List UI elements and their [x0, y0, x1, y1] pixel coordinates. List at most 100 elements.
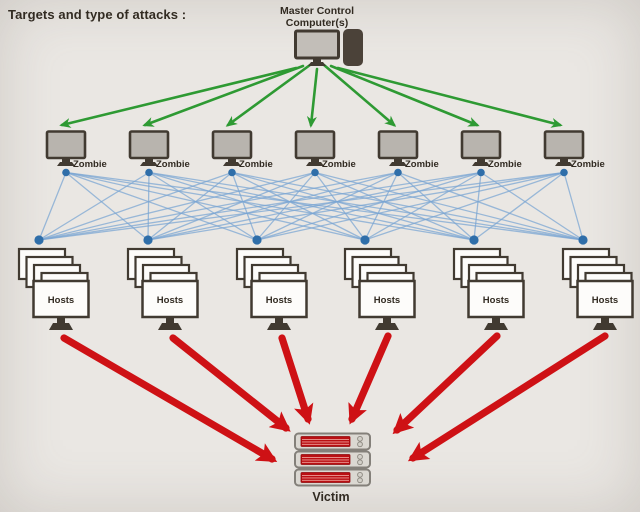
zombie-host-link	[38, 171, 482, 241]
network-node-dot	[560, 168, 568, 177]
server-stripe	[302, 457, 349, 458]
monitor-base-icon	[158, 323, 182, 330]
zombie-node: Zombie	[128, 130, 190, 177]
network-node-dot	[360, 235, 370, 245]
monitor-stand-icon	[477, 158, 485, 162]
server-led-icon	[357, 453, 363, 460]
zombie-label: Zombie	[73, 159, 107, 170]
hosts-monitor-icon	[250, 279, 308, 319]
monitor-base-icon	[484, 323, 508, 330]
attack-arrows	[60, 332, 609, 463]
network-node-dot	[311, 168, 319, 177]
monitor-icon	[128, 130, 170, 160]
monitor-stand-icon	[166, 317, 174, 323]
zombie-node: Zombie	[211, 130, 273, 177]
monitor-stand-icon	[57, 317, 65, 323]
zombie-host-link	[147, 171, 316, 241]
hosts-label: Hosts	[483, 295, 509, 306]
zombie-host-link	[397, 171, 584, 241]
zombie-host-link	[38, 171, 233, 241]
server-stripe	[302, 461, 349, 463]
hosts-label: Hosts	[48, 295, 74, 306]
command-arrow	[142, 64, 305, 127]
monitor-stand-icon	[313, 58, 321, 62]
command-arrow	[336, 66, 563, 128]
hosts-monitor-icon	[358, 279, 416, 319]
attack-arrow	[407, 332, 609, 462]
zombie-host-link	[364, 172, 399, 241]
monitor-icon	[460, 130, 502, 160]
zombie-host-link	[147, 171, 565, 241]
zombie-node: Zombie	[543, 130, 605, 177]
zombie-host-link	[38, 171, 399, 241]
network-node-dot	[394, 168, 402, 177]
zombie-host-mesh	[38, 171, 584, 241]
zombie-label: Zombie	[405, 159, 439, 170]
zombie-host-link	[65, 171, 258, 241]
hosts-stack-node: Hosts	[561, 247, 634, 330]
computer-tower-icon	[343, 29, 363, 66]
host-node-dots	[34, 235, 588, 245]
zombie-node: Zombie	[294, 130, 356, 177]
zombie-label: Zombie	[156, 159, 190, 170]
zombie-host-link	[473, 171, 565, 241]
network-node-dot	[143, 235, 153, 245]
zombie-host-link	[231, 172, 258, 241]
hosts-stack-node: Hosts	[343, 247, 416, 330]
network-node-dot	[228, 168, 236, 177]
monitor-icon	[294, 130, 336, 160]
zombie-host-link	[314, 171, 584, 241]
zombie-host-link	[147, 172, 150, 241]
zombie-host-link	[38, 172, 67, 241]
monitor-stand-icon	[560, 158, 568, 162]
monitor-icon	[211, 130, 253, 160]
hosts-label: Hosts	[374, 295, 400, 306]
zombie-host-link	[147, 171, 482, 241]
monitor-base-icon	[555, 162, 573, 166]
command-arrow	[322, 63, 397, 127]
network-node-dot	[252, 235, 262, 245]
server-stripe	[302, 439, 349, 440]
monitor-stand-icon	[228, 158, 236, 162]
server-stripe	[302, 479, 349, 481]
monitor-icon	[377, 130, 419, 160]
monitor-base-icon	[472, 162, 490, 166]
server-led-icon	[357, 435, 363, 442]
network-node-dot	[145, 168, 153, 177]
command-arrow	[59, 66, 298, 128]
zombie-host-link	[256, 172, 316, 241]
monitor-stand-icon	[275, 317, 283, 323]
zombie-label: Zombie	[322, 159, 356, 170]
master-label-line1: Master Control	[280, 5, 354, 17]
attack-arrow	[348, 332, 392, 425]
zombie-host-link	[563, 172, 584, 241]
zombie-host-link	[65, 171, 475, 241]
zombie-host-link	[38, 171, 316, 241]
monitor-icon	[45, 130, 87, 160]
hosts-label: Hosts	[157, 295, 183, 306]
monitor-stand-icon	[62, 158, 70, 162]
zombie-host-link	[148, 171, 258, 241]
hosts-stack-node: Hosts	[17, 247, 90, 330]
hosts-stack-node: Hosts	[235, 247, 308, 330]
command-arrow	[329, 64, 480, 127]
network-node-dot	[469, 235, 479, 245]
zombie-host-link	[147, 171, 233, 241]
zombie-host-link	[256, 171, 399, 241]
monitor-base-icon	[306, 162, 324, 166]
network-node-dot	[578, 235, 588, 245]
server-stripe	[302, 475, 349, 476]
hosts-stack-node: Hosts	[452, 247, 525, 330]
zombie-host-link	[65, 171, 149, 241]
zombie-label: Zombie	[571, 159, 605, 170]
monitor-stand-icon	[311, 158, 319, 162]
server-stripe	[302, 443, 349, 445]
server-led-icon	[357, 459, 363, 466]
network-node-dot	[62, 168, 70, 177]
monitor-base-icon	[57, 162, 75, 166]
zombie-host-link	[147, 171, 399, 241]
server-stripe	[302, 441, 349, 443]
network-node-dot	[477, 168, 485, 177]
